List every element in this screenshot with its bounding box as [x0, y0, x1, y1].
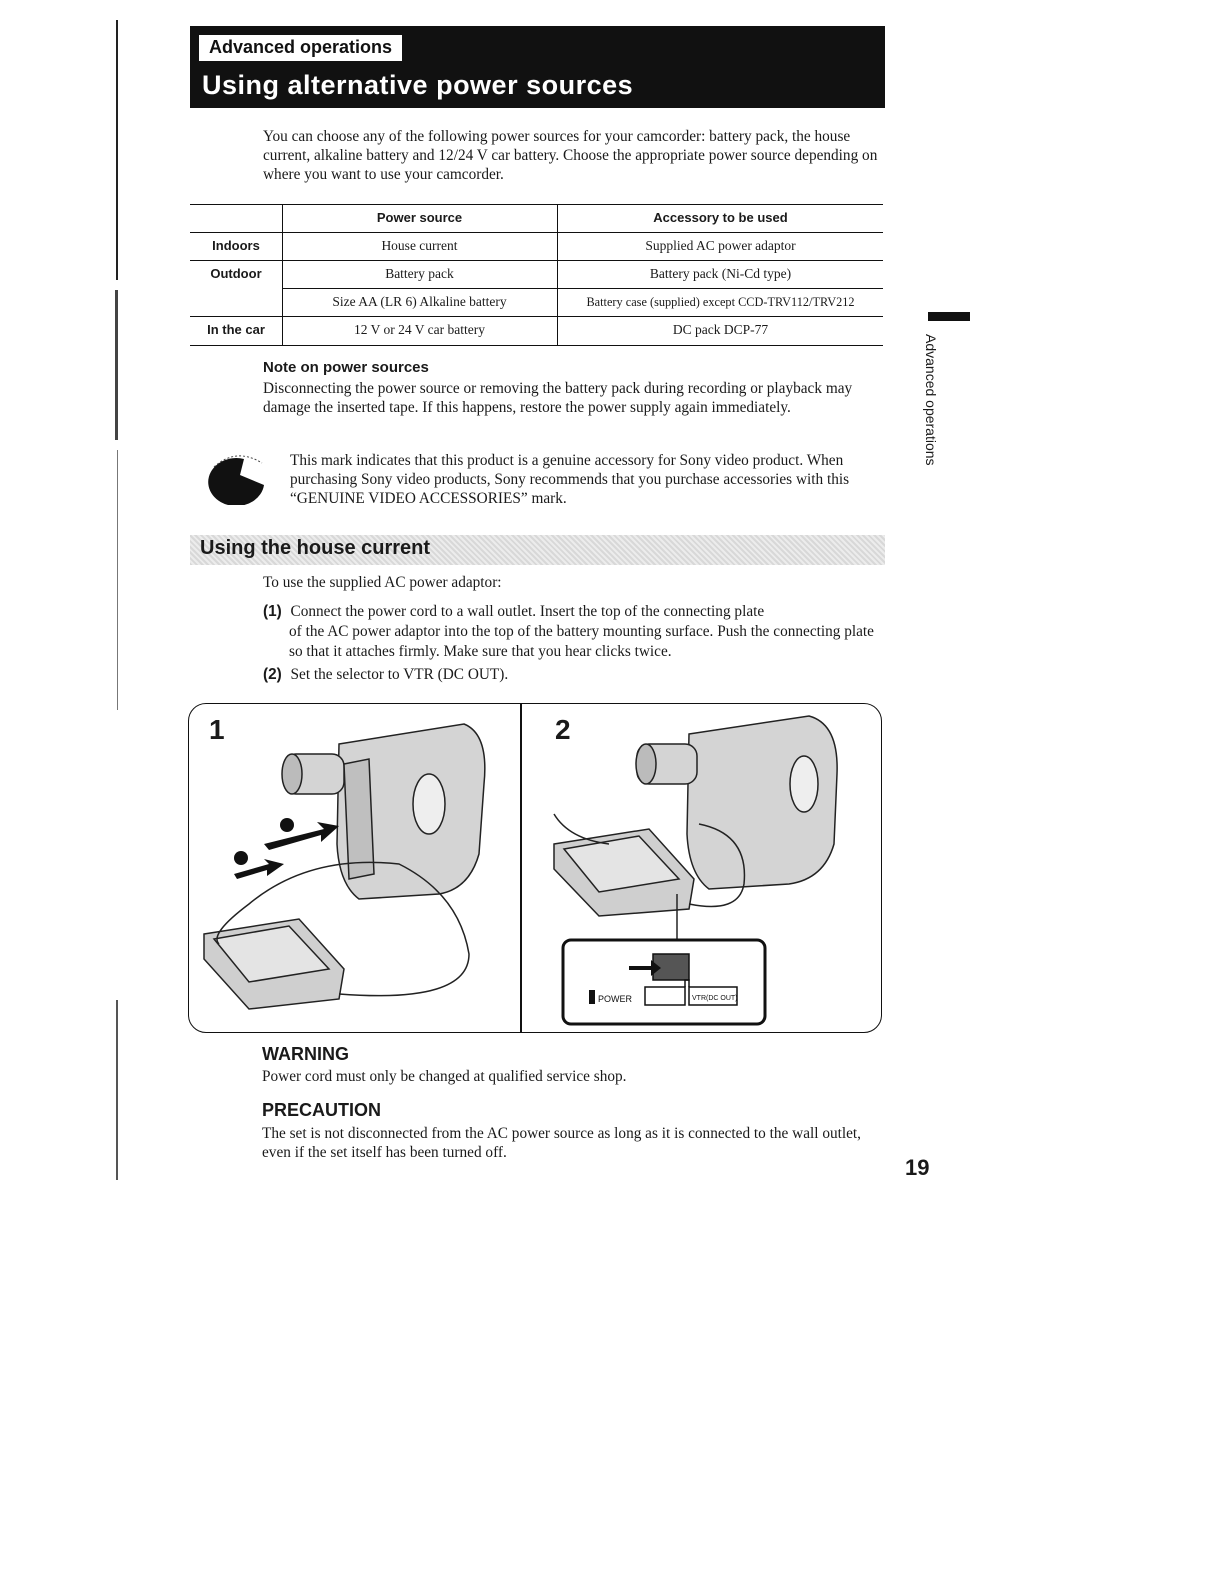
- page-number: 19: [905, 1155, 930, 1180]
- table-cell: Battery case (supplied) except CCD-TRV11…: [586, 295, 855, 309]
- figure-panel-number: 2: [555, 714, 571, 745]
- step-marker-icon: [234, 851, 248, 865]
- camcorder-icon: [635, 715, 838, 890]
- note-text: Disconnecting the power source or removi…: [263, 380, 853, 416]
- table-header-cell: [190, 204, 282, 232]
- selector-callout: [561, 938, 767, 1026]
- power-cord-icon: [216, 861, 470, 997]
- step-number: (2): [263, 666, 282, 683]
- step-text: Connect the power cord to a wall outlet.…: [290, 603, 765, 620]
- binding-edge: [115, 20, 118, 1180]
- step-2: (2) Set the selector to VTR (DC OUT).: [263, 665, 888, 685]
- power-source-table: Power source Accessory to be used Indoor…: [190, 204, 883, 346]
- arrow-icon: [629, 960, 661, 976]
- camcorder-icon: [281, 723, 486, 900]
- table-row: Size AA (LR 6) Alkaline battery Battery …: [190, 288, 883, 316]
- table-header-cell: Power source: [376, 210, 463, 225]
- intro-paragraph: You can choose any of the following powe…: [263, 128, 878, 183]
- switch-label-power: POWER: [598, 994, 633, 1004]
- step-marker-icon: [280, 818, 294, 832]
- switch-label-vtr: VTR(DC OUT): [692, 995, 738, 1002]
- note-title: Note on power sources: [263, 359, 429, 376]
- step-text-continued: of the AC power adaptor into the top of …: [289, 623, 874, 660]
- table-cell: Supplied AC power adaptor: [645, 238, 796, 253]
- table-cell: Indoors: [212, 238, 260, 253]
- table-cell: DC pack DCP-77: [672, 322, 769, 337]
- step-text: Set the selector to VTR (DC OUT).: [290, 666, 509, 683]
- side-tab-marker: [928, 312, 970, 321]
- arrow-icon: [264, 822, 339, 850]
- precaution-text: The set is not disconnected from the AC …: [262, 1125, 861, 1161]
- side-label-text: Advanced operations: [923, 334, 939, 466]
- section-tag: Advanced operations: [199, 35, 403, 61]
- precaution-title: PRECAUTION: [262, 1100, 382, 1120]
- section-header-bar: Using the house current: [190, 535, 885, 565]
- genuine-accessories-logo: [208, 455, 264, 505]
- power-cord-icon: [553, 813, 746, 908]
- table-header-cell: Accessory to be used: [653, 210, 788, 225]
- illustration-figure: 1 2: [188, 703, 882, 1033]
- figure-divider: [520, 704, 522, 1032]
- table-cell: 12 V or 24 V car battery: [354, 322, 485, 337]
- camcorder-illustration: POWER VTR(DC OUT): [203, 715, 838, 1026]
- step-1: (1) Connect the power cord to a wall out…: [263, 602, 888, 662]
- header-banner: Advanced operations Using alternative po…: [190, 26, 885, 108]
- page-title: Using alternative power sources: [202, 70, 634, 100]
- warning-title: WARNING: [262, 1044, 349, 1064]
- ac-adaptor-icon: [553, 828, 695, 917]
- arrow-icon: [234, 859, 284, 879]
- table-row: In the car 12 V or 24 V car battery DC p…: [190, 316, 883, 344]
- table-cell: Size AA (LR 6) Alkaline battery: [332, 294, 507, 309]
- table-cell: House current: [381, 238, 458, 253]
- table-cell: Battery pack (Ni-Cd type): [649, 266, 792, 281]
- table-cell: In the car: [207, 322, 265, 337]
- table-header-row: Power source Accessory to be used: [190, 204, 883, 232]
- section-title: Using the house current: [200, 537, 431, 559]
- section-lead: To use the supplied AC power adaptor:: [263, 574, 502, 591]
- warning-text: Power cord must only be changed at quali…: [262, 1068, 627, 1085]
- ac-adaptor-icon: [203, 918, 345, 1010]
- table-row: Indoors House current Supplied AC power …: [190, 232, 883, 260]
- figure-panel-number: 1: [209, 714, 225, 745]
- step-number: (1): [263, 603, 282, 620]
- table-cell: [190, 288, 282, 316]
- side-section-label: Advanced operations: [915, 330, 945, 490]
- table-cell: Battery pack: [385, 266, 454, 281]
- genuine-mark-description: This mark indicates that this product is…: [290, 452, 850, 507]
- table-cell: Outdoor: [210, 266, 262, 281]
- table-row: Outdoor Battery pack Battery pack (Ni-Cd…: [190, 260, 883, 288]
